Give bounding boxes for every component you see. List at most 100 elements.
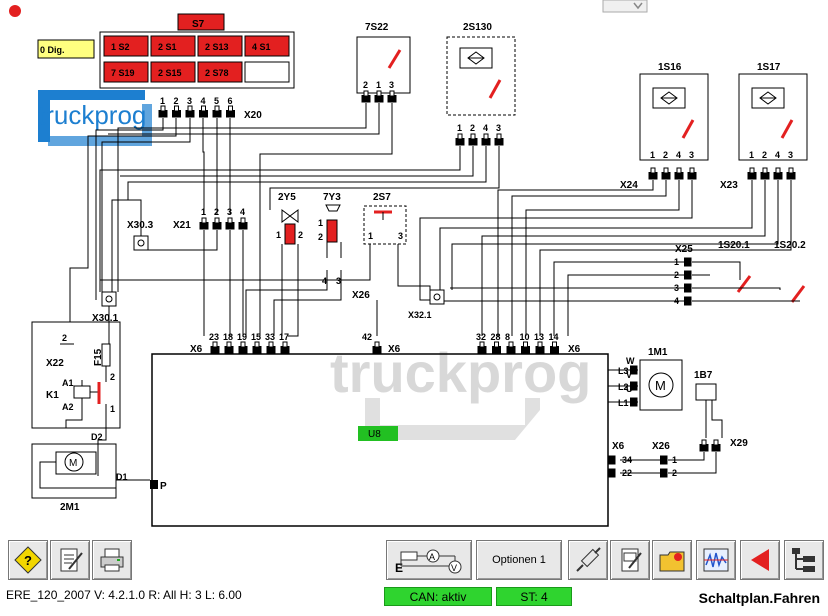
svg-text:19: 19 bbox=[237, 332, 247, 342]
svg-text:1: 1 bbox=[650, 150, 655, 160]
edit-document-button[interactable] bbox=[50, 540, 90, 580]
label-x24: X24 bbox=[620, 180, 638, 191]
s7-title-box bbox=[177, 13, 225, 31]
motor-1m1 bbox=[639, 359, 683, 411]
document-write-button[interactable] bbox=[610, 540, 650, 580]
svg-text:?: ? bbox=[24, 553, 32, 568]
relay-frame bbox=[31, 321, 121, 429]
svg-text:3: 3 bbox=[496, 123, 501, 133]
label-2s130: 2S130 bbox=[463, 22, 492, 33]
s7-cell bbox=[244, 35, 290, 57]
svg-text:3: 3 bbox=[788, 150, 793, 160]
svg-text:2: 2 bbox=[298, 230, 303, 240]
label-x6-right: X6 bbox=[568, 344, 581, 355]
logo-text: truckprog bbox=[38, 100, 146, 130]
svg-text:2: 2 bbox=[762, 150, 767, 160]
status-dot bbox=[9, 5, 21, 17]
syringe-button[interactable] bbox=[568, 540, 608, 580]
svg-text:13: 13 bbox=[534, 332, 544, 342]
label-x6-mid: X6 bbox=[388, 344, 401, 355]
svg-text:2 S1: 2 S1 bbox=[158, 42, 177, 52]
svg-text:1: 1 bbox=[376, 80, 381, 90]
label-x6-bottom: X6 bbox=[612, 441, 625, 452]
valve-2y5 bbox=[284, 223, 296, 245]
svg-text:V: V bbox=[451, 563, 457, 573]
options-button-label: Optionen 1 bbox=[492, 554, 546, 566]
motor-2m1 bbox=[64, 452, 84, 472]
svg-text:4: 4 bbox=[322, 276, 327, 286]
svg-text:2: 2 bbox=[470, 123, 475, 133]
svg-text:V: V bbox=[626, 370, 632, 380]
svg-text:33: 33 bbox=[265, 332, 275, 342]
waveform-button[interactable] bbox=[696, 540, 736, 580]
svg-text:D2: D2 bbox=[91, 432, 103, 442]
svg-text:1: 1 bbox=[457, 123, 462, 133]
options-button[interactable]: Optionen 1 bbox=[476, 540, 562, 580]
window-control[interactable] bbox=[602, 0, 648, 13]
svg-text:4: 4 bbox=[483, 123, 488, 133]
version-info: ERE_120_2007 V: 4.2.1.0 R: All H: 3 L: 6… bbox=[6, 588, 242, 602]
svg-text:U: U bbox=[626, 384, 633, 394]
open-folder-button[interactable] bbox=[652, 540, 692, 580]
svg-text:4: 4 bbox=[676, 150, 681, 160]
motor-2m1-frame bbox=[31, 443, 117, 499]
svg-text:L1: L1 bbox=[618, 398, 629, 408]
svg-text:P: P bbox=[160, 481, 167, 492]
tree-view-button[interactable] bbox=[784, 540, 824, 580]
label-1b7: 1B7 bbox=[694, 370, 713, 381]
svg-text:1: 1 bbox=[276, 230, 281, 240]
svg-text:7 S19: 7 S19 bbox=[111, 68, 135, 78]
label-7y3: 7Y3 bbox=[323, 192, 341, 203]
help-button[interactable]: ? bbox=[8, 540, 48, 580]
svg-text:D1: D1 bbox=[116, 472, 128, 482]
s7-cell bbox=[103, 35, 149, 57]
print-button[interactable] bbox=[92, 540, 132, 580]
document-write-icon bbox=[621, 548, 642, 572]
svg-text:15: 15 bbox=[251, 332, 261, 342]
svg-text:18: 18 bbox=[223, 332, 233, 342]
label-x22: X22 bbox=[46, 358, 64, 369]
wiring bbox=[39, 103, 800, 489]
edit-document-icon bbox=[60, 548, 83, 572]
label-x21: X21 bbox=[173, 220, 191, 231]
label-x23: X23 bbox=[720, 180, 738, 191]
svg-text:6: 6 bbox=[228, 96, 233, 106]
svg-text:32: 32 bbox=[476, 332, 486, 342]
back-button[interactable] bbox=[740, 540, 780, 580]
printer-icon bbox=[100, 548, 124, 572]
svg-text:3: 3 bbox=[389, 80, 394, 90]
switch-1s17 bbox=[738, 73, 808, 161]
node-x30-1 bbox=[101, 291, 117, 307]
label-1s20-2: 1S20.2 bbox=[774, 240, 806, 251]
u8-label: U8 bbox=[368, 429, 381, 440]
svg-text:3: 3 bbox=[336, 276, 341, 286]
svg-text:1 S2: 1 S2 bbox=[111, 42, 130, 52]
svg-text:10: 10 bbox=[520, 332, 530, 342]
controller-box bbox=[151, 353, 609, 527]
svg-text:1: 1 bbox=[160, 96, 165, 106]
switch-7s22 bbox=[356, 36, 411, 94]
back-arrow-icon bbox=[751, 549, 769, 571]
svg-text:2: 2 bbox=[110, 372, 115, 382]
svg-text:3: 3 bbox=[398, 231, 403, 241]
oscilloscope-icon bbox=[703, 548, 729, 572]
svg-text:M: M bbox=[655, 378, 666, 393]
measurement-button[interactable]: E A V bbox=[386, 540, 472, 580]
label-1s16: 1S16 bbox=[658, 62, 682, 73]
s7-cell bbox=[197, 35, 243, 57]
label-x32-1: X32.1 bbox=[408, 310, 432, 320]
svg-text:4: 4 bbox=[775, 150, 780, 160]
s7-cell bbox=[103, 61, 149, 83]
svg-text:A2: A2 bbox=[62, 402, 74, 412]
svg-text:E: E bbox=[395, 561, 403, 575]
svg-text:4: 4 bbox=[240, 207, 245, 217]
label-x30-1: X30.1 bbox=[92, 313, 119, 324]
truckprog-logo: truckprog bbox=[38, 90, 152, 146]
label-f15: F15 bbox=[93, 348, 104, 366]
label-1m1: 1M1 bbox=[648, 347, 668, 358]
s7-cell bbox=[150, 61, 196, 83]
svg-text:2: 2 bbox=[363, 80, 368, 90]
svg-text:1: 1 bbox=[368, 231, 373, 241]
